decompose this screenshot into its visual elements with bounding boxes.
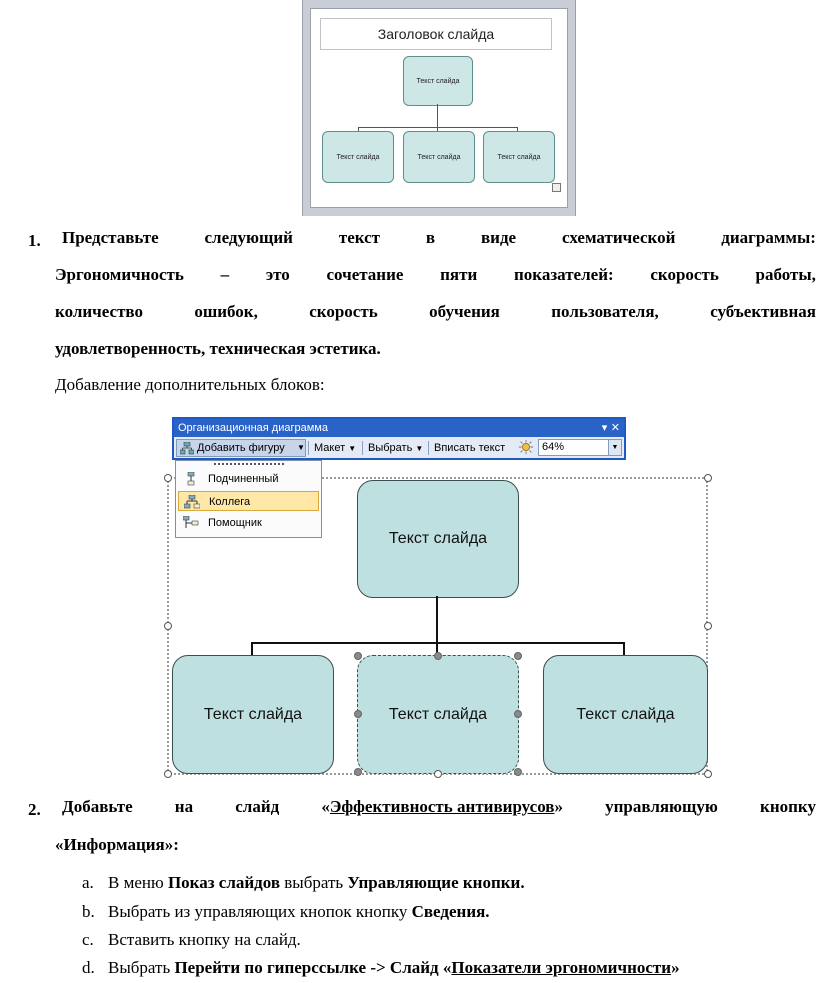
toolbar-separator bbox=[308, 441, 309, 455]
chevron-down-icon: ▼ bbox=[415, 444, 424, 453]
subordinate-icon bbox=[187, 472, 195, 486]
thumbnail-connector bbox=[358, 127, 518, 128]
task1-number: 1. bbox=[28, 231, 41, 250]
diagram-connector bbox=[251, 642, 625, 644]
resize-handle[interactable] bbox=[434, 770, 442, 778]
shape-handle[interactable] bbox=[514, 652, 522, 660]
chevron-down-icon[interactable]: ▼ bbox=[608, 440, 621, 455]
thumbnail-connector bbox=[358, 127, 359, 131]
menu-item-subordinate[interactable]: Подчиненный bbox=[178, 469, 319, 489]
diagram-connector bbox=[436, 596, 438, 643]
chevron-down-icon: ▼ bbox=[348, 444, 357, 453]
diagram-connector bbox=[623, 642, 625, 655]
step-b: Выбрать из управляющих кнопок кнопку Све… bbox=[108, 902, 490, 921]
add-shape-button[interactable]: Добавить фигуру ▼ bbox=[176, 439, 306, 457]
diagram-top-box[interactable]: Текст слайда bbox=[357, 480, 519, 598]
shape-handle[interactable] bbox=[434, 652, 442, 660]
step-a-letter: a. bbox=[82, 873, 94, 892]
step-c-letter: c. bbox=[82, 930, 94, 949]
task1-line3: количество ошибок, скорость обучения пол… bbox=[55, 302, 816, 321]
shape-handle[interactable] bbox=[354, 710, 362, 718]
shape-handle[interactable] bbox=[514, 768, 522, 776]
resize-handle[interactable] bbox=[704, 770, 712, 778]
step-a: В меню Показ слайдов выбрать Управляющие… bbox=[108, 873, 525, 892]
shape-handle[interactable] bbox=[514, 710, 522, 718]
task2-line2: «Информация»: bbox=[55, 835, 179, 854]
add-shape-menu: Подчиненный Коллега Помощник bbox=[175, 460, 322, 538]
diagram-connector bbox=[251, 642, 253, 655]
resize-handle[interactable] bbox=[164, 622, 172, 630]
thumbnail-bottom-box: Текст слайда bbox=[483, 131, 555, 183]
thumbnail-title: Заголовок слайда bbox=[320, 18, 552, 50]
resize-handle[interactable] bbox=[164, 474, 172, 482]
chevron-down-icon: ▼ bbox=[297, 443, 305, 452]
resize-handle[interactable] bbox=[704, 474, 712, 482]
diagram-bottom-box-selected[interactable]: Текст слайда bbox=[357, 655, 519, 774]
step-c: Вставить кнопку на слайд. bbox=[108, 930, 301, 949]
task1-line4: удовлетворенность, техническая эстетика. bbox=[55, 339, 381, 358]
menu-item-coworker[interactable]: Коллега bbox=[178, 491, 319, 511]
resize-grip-icon bbox=[552, 183, 561, 192]
assistant-icon bbox=[183, 516, 199, 528]
toolbar-separator bbox=[428, 441, 429, 455]
thumbnail-connector bbox=[437, 104, 438, 128]
thumbnail-connector bbox=[517, 127, 518, 131]
step-d-letter: d. bbox=[82, 958, 95, 977]
task2-number: 2. bbox=[28, 800, 41, 819]
toolbar-window-controls[interactable]: ▾ ✕ bbox=[601, 421, 620, 434]
toolbar-row: Добавить фигуру ▼ Макет ▼ Выбрать ▼ Впис… bbox=[174, 438, 624, 458]
slide-name-link[interactable]: Эффективность антивирусов bbox=[329, 797, 555, 816]
thumbnail-connector bbox=[437, 127, 438, 131]
layout-button[interactable]: Макет ▼ bbox=[314, 442, 357, 454]
zoom-icon[interactable] bbox=[517, 439, 535, 455]
task1-line1: Представьте следующий текст в виде схема… bbox=[62, 228, 816, 247]
task2-line1: Добавьте на слайд «Эффективность антивир… bbox=[62, 797, 816, 816]
org-chart-icon bbox=[180, 442, 194, 455]
toolbar-title: Организационная диаграмма ▾ ✕ bbox=[174, 419, 624, 437]
step-b-letter: b. bbox=[82, 902, 95, 921]
fit-text-button[interactable]: Вписать текст bbox=[434, 442, 506, 454]
toolbar-separator bbox=[362, 441, 363, 455]
menu-grip[interactable] bbox=[214, 463, 284, 468]
step-d: Выбрать Перейти по гиперссылке -> Слайд … bbox=[108, 958, 680, 977]
task1-subtext: Добавление дополнительных блоков: bbox=[55, 375, 325, 394]
zoom-combobox[interactable]: 64% ▼ bbox=[538, 439, 622, 456]
thumbnail-bottom-box: Текст слайда bbox=[322, 131, 394, 183]
shape-handle[interactable] bbox=[354, 652, 362, 660]
org-chart-toolbar: Организационная диаграмма ▾ ✕ Добавить ф… bbox=[172, 417, 626, 460]
task1-line2: Эргономичность – это сочетание пяти пока… bbox=[55, 265, 816, 284]
resize-handle[interactable] bbox=[164, 770, 172, 778]
coworker-icon bbox=[184, 495, 200, 509]
diagram-bottom-box[interactable]: Текст слайда bbox=[543, 655, 708, 774]
menu-item-assistant[interactable]: Помощник bbox=[178, 513, 319, 533]
shape-handle[interactable] bbox=[354, 768, 362, 776]
slide-name-link[interactable]: Показатели эргономичности bbox=[451, 958, 672, 977]
diagram-bottom-box[interactable]: Текст слайда bbox=[172, 655, 334, 774]
thumbnail-bottom-box: Текст слайда bbox=[403, 131, 475, 183]
thumbnail-top-box: Текст слайда bbox=[403, 56, 473, 106]
resize-handle[interactable] bbox=[704, 622, 712, 630]
diagram-connector bbox=[436, 642, 438, 655]
select-button[interactable]: Выбрать ▼ bbox=[368, 442, 424, 454]
